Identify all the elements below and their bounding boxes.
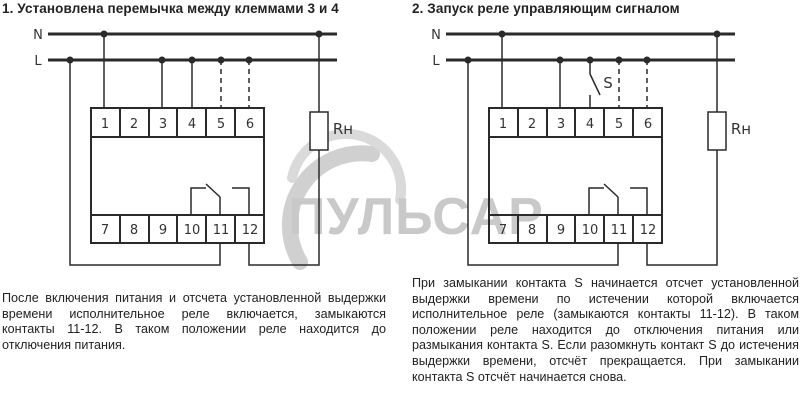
neutral-label: N	[33, 28, 43, 43]
svg-text:7: 7	[499, 223, 507, 238]
diagram-1-description: После включения питания и отсчета устано…	[2, 291, 386, 352]
svg-text:4: 4	[586, 117, 594, 132]
terminal-11: 11	[213, 223, 230, 238]
terminal-3: 3	[159, 117, 167, 132]
svg-text:11: 11	[611, 223, 628, 238]
load-label-2: Rн	[731, 120, 751, 138]
terminal-6: 6	[246, 117, 254, 132]
terminal-9: 9	[159, 223, 167, 238]
svg-text:6: 6	[644, 117, 652, 132]
diagram-1-title: 1. Установлена перемычка между клеммами …	[2, 1, 339, 16]
neutral-label-2: N	[431, 28, 441, 43]
terminal-1: 1	[101, 117, 109, 132]
load-resistor	[309, 111, 329, 151]
line-label-2: L	[432, 54, 440, 69]
terminal-4: 4	[188, 117, 196, 132]
svg-text:2: 2	[528, 117, 536, 132]
switch-s-label: S	[603, 74, 613, 92]
pulsar-watermark-logo: ПУЛЬСАР	[282, 128, 544, 270]
svg-text:3: 3	[557, 117, 565, 132]
terminal-10: 10	[184, 223, 201, 238]
terminal-7: 7	[101, 223, 109, 238]
svg-text:5: 5	[615, 117, 623, 132]
diagram-2-description: При замыкании контакта S начинается отсч…	[412, 276, 799, 384]
svg-text:12: 12	[640, 223, 657, 238]
watermark-text: ПУЛЬСАР	[288, 188, 544, 246]
terminal-12: 12	[242, 223, 259, 238]
svg-text:1: 1	[499, 117, 507, 132]
load-label: Rн	[333, 120, 353, 138]
terminal-2: 2	[130, 117, 138, 132]
svg-text:8: 8	[528, 223, 536, 238]
terminal-5: 5	[217, 117, 225, 132]
svg-text:10: 10	[582, 223, 599, 238]
junction-dots-1	[66, 30, 323, 64]
line-label: L	[34, 54, 42, 69]
junction-dots-2	[464, 30, 721, 64]
terminal-8: 8	[130, 223, 138, 238]
control-switch-s	[589, 73, 601, 96]
svg-text:9: 9	[557, 223, 565, 238]
diagram-2-title: 2. Запуск реле управляющим сигналом	[412, 1, 680, 16]
